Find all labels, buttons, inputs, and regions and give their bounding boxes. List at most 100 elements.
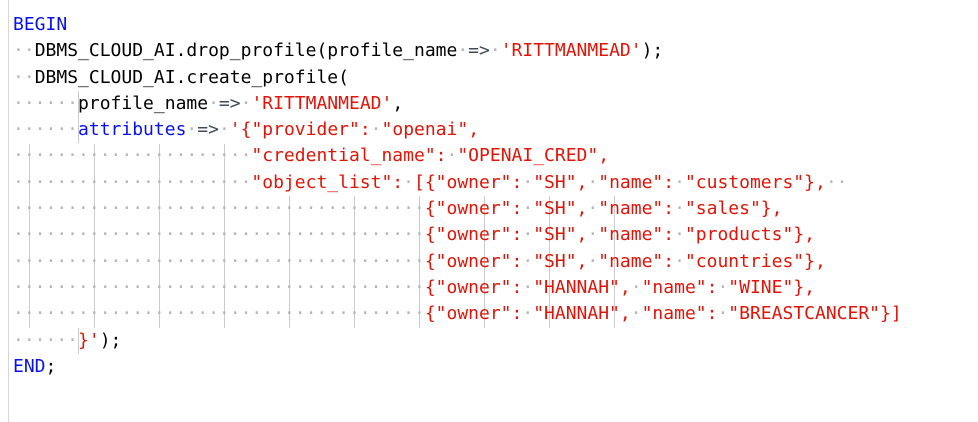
code-line: BEGIN	[13, 12, 902, 38]
code-line: ··DBMS_CLOUD_AI.create_profile(	[13, 65, 902, 91]
code-token: {"owner":	[424, 276, 523, 298]
code-token: DBMS_CLOUD_AI.create_profile(	[34, 66, 349, 88]
code-token: BEGIN	[13, 14, 68, 35]
indent-guide	[224, 143, 226, 328]
code-line: ······································{"…	[13, 196, 902, 222]
indent-guide	[159, 143, 161, 328]
whitespace-dots: ·	[717, 303, 729, 325]
code-token: END	[13, 355, 46, 377]
whitespace-dots: ·	[587, 250, 599, 272]
whitespace-dots: ·	[522, 303, 534, 325]
code-token: "credential_name":	[251, 145, 447, 167]
code-token: "products"},	[684, 224, 815, 246]
code-token: "OPENAI_CRED",	[457, 145, 610, 167]
whitespace-dots: ·	[370, 119, 382, 141]
whitespace-dots: ·	[522, 198, 534, 220]
code-token: =>	[197, 119, 219, 141]
code-line: ······································{"…	[13, 275, 902, 301]
indent-guide	[289, 196, 291, 328]
editor-margin-border	[8, 0, 9, 422]
whitespace-dots: ······	[13, 92, 79, 114]
code-content: BEGIN··DBMS_CLOUD_AI.drop_profile(profil…	[13, 12, 902, 380]
whitespace-dots: ·	[522, 171, 534, 193]
code-token: "customers"},	[684, 171, 826, 193]
whitespace-dots: ·	[186, 119, 198, 141]
code-line: ······································{"…	[13, 249, 902, 275]
code-token: "name":	[598, 171, 675, 193]
whitespace-dots: ·	[587, 198, 599, 220]
code-token: {"owner":	[424, 303, 523, 325]
code-token: "name":	[598, 250, 675, 272]
code-token: "SH",	[533, 198, 588, 220]
code-token: =>	[468, 40, 490, 62]
whitespace-dots: ······	[13, 119, 79, 141]
code-token: "SH",	[533, 250, 588, 272]
code-token: "name":	[641, 303, 718, 325]
whitespace-dots: ·	[717, 276, 729, 298]
code-token: );	[641, 40, 664, 62]
code-line: ······································{"…	[13, 301, 902, 327]
whitespace-dots: ·	[218, 119, 230, 141]
code-token: "WINE"},	[728, 276, 815, 298]
whitespace-dots: ·	[674, 224, 685, 246]
code-token: "name":	[598, 198, 675, 220]
whitespace-dots: ·	[587, 224, 599, 246]
code-token: attributes	[78, 119, 187, 141]
whitespace-dots: ······················	[13, 145, 252, 167]
code-token: "SH",	[533, 171, 588, 193]
code-line: ··DBMS_CLOUD_AI.drop_profile(profile_nam…	[13, 38, 902, 64]
indent-guide	[78, 327, 80, 354]
whitespace-dots: ·	[522, 250, 534, 272]
whitespace-dots: ·	[522, 276, 534, 298]
code-token: "SH",	[533, 224, 588, 246]
code-token: "countries"},	[684, 250, 826, 272]
code-token: );	[99, 329, 122, 351]
code-token: '{"provider":	[229, 119, 371, 141]
whitespace-dots: ·	[489, 40, 501, 62]
whitespace-dots: ··	[13, 66, 35, 88]
code-line: ······}');	[13, 328, 902, 354]
code-line: ······································{"…	[13, 222, 902, 248]
code-token: ,	[392, 92, 404, 114]
code-token: {"owner":	[424, 224, 523, 246]
whitespace-dots: ·	[522, 224, 534, 246]
whitespace-dots: ·	[240, 92, 252, 114]
whitespace-dots: ·	[457, 40, 469, 62]
indent-guide	[484, 196, 486, 328]
whitespace-dots: ·	[674, 198, 685, 220]
whitespace-dots: ······································	[13, 198, 425, 220]
code-token: "sales"},	[684, 198, 783, 220]
indent-guide	[94, 143, 96, 328]
whitespace-dots: ··	[825, 171, 848, 193]
whitespace-dots: ······································	[13, 303, 425, 325]
whitespace-dots: ·	[446, 145, 458, 167]
code-token: {"owner":	[424, 198, 523, 220]
whitespace-dots: ······················	[13, 171, 252, 193]
code-token: "HANNAH",	[533, 276, 631, 298]
code-token: profile_name	[78, 92, 209, 114]
code-token: "object_list":	[251, 171, 404, 193]
code-line: ······················"object_list":·[{"…	[13, 170, 902, 196]
code-token: "BREASTCANCER"}]	[728, 303, 902, 325]
code-line: ······attributes·=>·'{"provider":·"opena…	[13, 117, 902, 143]
code-token: [{"owner":	[413, 171, 523, 193]
code-token: "openai",	[381, 119, 480, 141]
whitespace-dots: ·	[674, 250, 685, 272]
code-token: 'RITTMANMEAD'	[500, 40, 642, 62]
whitespace-dots: ·	[674, 171, 685, 193]
whitespace-dots: ·	[208, 92, 219, 114]
code-token: ;	[45, 355, 57, 377]
indent-guide	[354, 196, 356, 328]
code-token: 'RITTMANMEAD'	[251, 92, 393, 114]
code-line: ······profile_name·=>·'RITTMANMEAD',	[13, 91, 902, 117]
code-token: "HANNAH",	[533, 303, 631, 325]
code-token: =>	[218, 92, 241, 114]
whitespace-dots: ·	[587, 171, 599, 193]
whitespace-dots: ······································	[13, 224, 425, 246]
whitespace-dots: ·	[403, 171, 414, 193]
indent-guide	[419, 196, 421, 328]
whitespace-dots: ··	[13, 40, 35, 62]
code-token: {"owner":	[424, 250, 523, 272]
